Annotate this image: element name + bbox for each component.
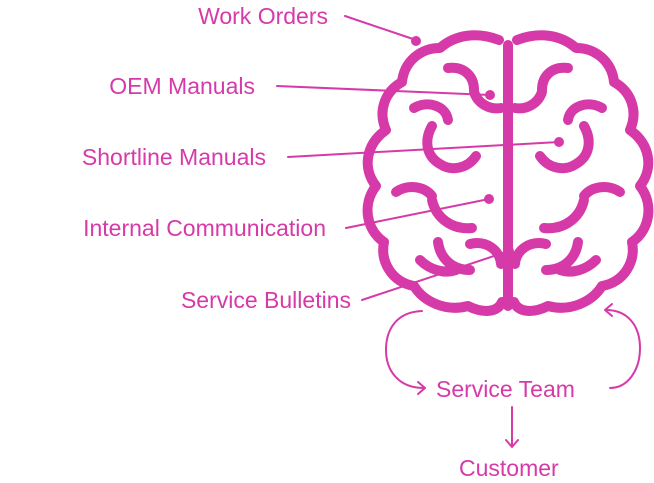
dot-work-orders <box>411 36 421 46</box>
source-label-work-orders: Work Orders <box>198 3 328 29</box>
source-label-service-bulletins: Service Bulletins <box>180 287 351 313</box>
down-arrowhead <box>505 439 519 448</box>
dot-internal-communication <box>484 194 494 204</box>
loop-right-arrowhead <box>604 303 613 317</box>
connector-internal-communication <box>345 198 490 229</box>
customer-label: Customer <box>459 455 559 481</box>
service-team-label: Service Team <box>436 376 575 402</box>
dot-service-bulletins <box>504 246 514 256</box>
dot-shortline-manuals <box>554 137 564 147</box>
connector-service-bulletins <box>361 250 510 301</box>
connector-work-orders <box>344 15 417 41</box>
loop-right-arrow <box>605 309 641 389</box>
dot-oem-manuals <box>485 90 495 100</box>
brain-icon <box>362 30 654 316</box>
loop-left-arrowhead <box>417 381 426 395</box>
source-label-shortline-manuals: Shortline Manuals <box>81 144 266 170</box>
source-label-oem-manuals: OEM Manuals <box>109 73 255 99</box>
source-label-internal-communication: Internal Communication <box>83 215 326 241</box>
loop-left-arrow <box>385 310 425 389</box>
connector-shortline-manuals <box>287 141 560 158</box>
connector-oem-manuals <box>276 85 491 96</box>
